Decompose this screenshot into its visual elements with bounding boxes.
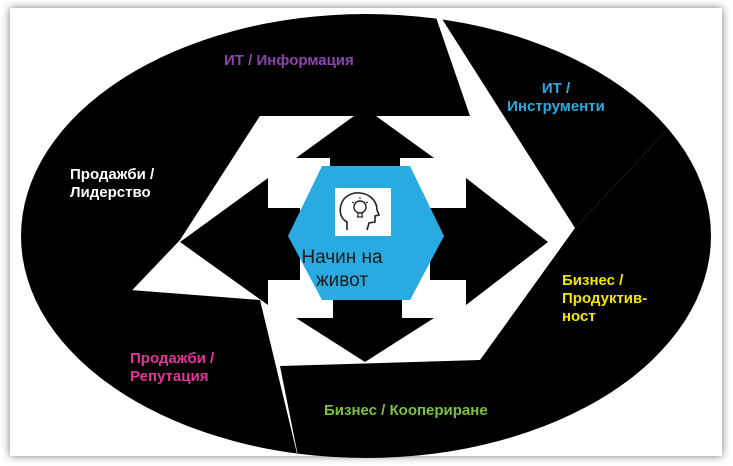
label-business-cooperation: Бизнес / Коопериране xyxy=(324,402,488,419)
arrow-group xyxy=(180,108,548,362)
label-it-information: ИТ / Информация xyxy=(224,52,354,69)
label-sales-reputation: Продажби / Репутация xyxy=(130,350,215,385)
arrow-down xyxy=(296,300,434,362)
head-lightbulb-icon xyxy=(335,188,391,236)
arrow-left xyxy=(180,178,300,305)
label-business-productivity: Бизнес / Продуктив- ност xyxy=(562,272,648,325)
label-it-tools: ИТ / Инструменти xyxy=(507,80,605,115)
arrow-up xyxy=(296,108,434,176)
segment-sales-leadership xyxy=(21,14,265,380)
label-sales-leadership: Продажби / Лидерство xyxy=(70,166,155,201)
arrow-right xyxy=(430,178,548,305)
center-label: Начин на живот xyxy=(301,247,383,291)
